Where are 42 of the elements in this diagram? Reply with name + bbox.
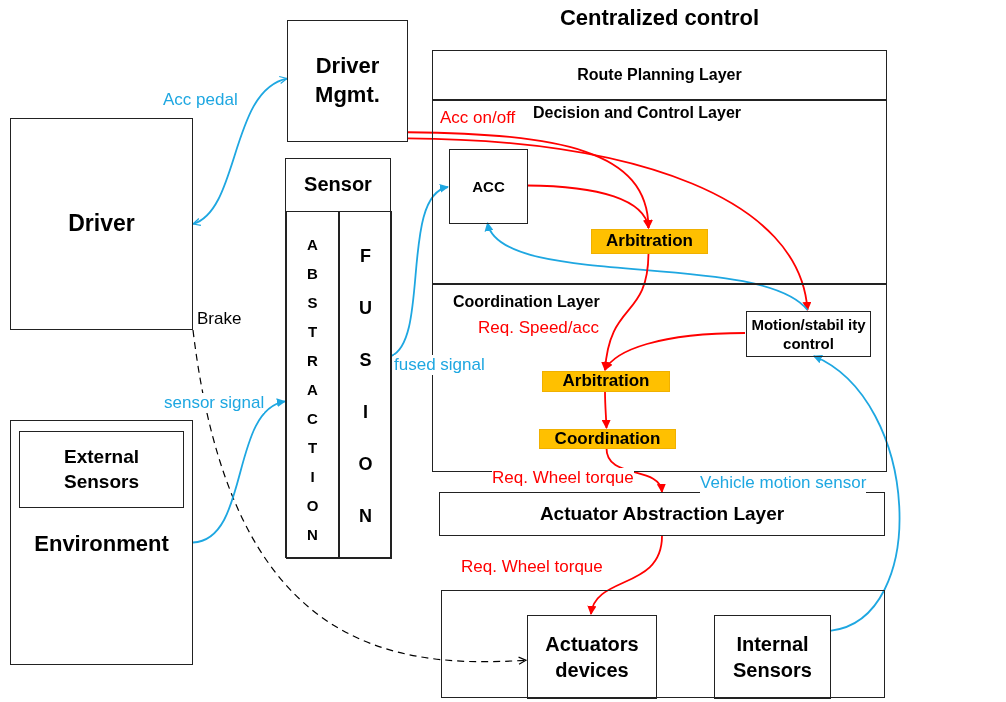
highlight-box: Coordination <box>539 429 676 449</box>
group-title: Coordination Layer <box>453 293 600 311</box>
arrow <box>601 252 650 371</box>
group-title: Sensor <box>303 173 373 196</box>
process-box: Motion/stabil ity control <box>746 311 871 357</box>
group-title: Environment <box>33 531 170 557</box>
column-box: ABSTRACTION <box>286 211 339 559</box>
arrow <box>588 535 663 615</box>
arrow <box>407 137 811 311</box>
column-box: FUSION <box>339 211 392 559</box>
arrow <box>390 186 449 358</box>
process-box: Internal Sensors <box>714 615 831 699</box>
arrow <box>192 77 288 225</box>
arrow <box>812 355 901 632</box>
arrow <box>604 332 746 371</box>
group-title: Decision and Control Layer <box>533 104 742 122</box>
process-box: Actuators devices <box>527 615 657 699</box>
edge-label: Req. Wheel torque <box>492 468 634 488</box>
arrow <box>192 400 286 544</box>
highlight-box: Arbitration <box>591 229 708 254</box>
edge-label: sensor signal <box>164 393 265 413</box>
group-title: Centralized control <box>558 5 761 31</box>
group-box <box>285 158 391 558</box>
edge-label: Req. Speed/acc <box>478 318 599 338</box>
process-box: External Sensors <box>19 431 184 508</box>
group-area <box>441 590 885 698</box>
arrow <box>601 390 611 429</box>
arrow <box>605 447 665 493</box>
edge-label: Req. Wheel torque <box>461 557 603 577</box>
layer-band: Route Planning Layer <box>432 50 887 100</box>
edge-label: Acc pedal <box>163 90 238 110</box>
process-box: Driver <box>10 118 193 330</box>
highlight-box: Arbitration <box>542 371 670 392</box>
edge-label: Vehicle motion sensor <box>700 473 867 493</box>
arrow <box>526 184 651 229</box>
arrow <box>486 222 809 311</box>
process-box: ACC <box>449 149 528 224</box>
edge-label: fused signal <box>394 355 485 375</box>
arrow <box>407 131 653 229</box>
dashed-arrow <box>192 329 527 665</box>
process-box: Driver Mgmt. <box>287 20 408 142</box>
group-box <box>10 420 193 665</box>
